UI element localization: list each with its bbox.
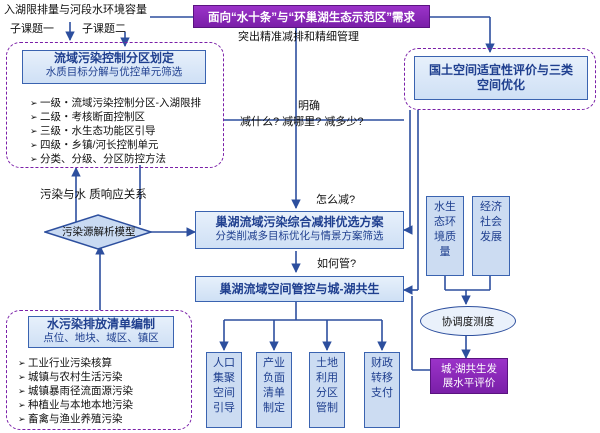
zone-title: 流域污染控制分区划定 <box>53 51 174 65</box>
sub-topic-2: 子课题二 <box>82 23 126 35</box>
control-box: 巢湖流域空间管控与城-湖共生 <box>195 276 404 302</box>
measure-text: 产业负面清单制定 <box>263 357 285 414</box>
plan-title: 巢湖流域污染综合减排优选方案 <box>215 215 384 229</box>
relation-label: 污染与水 质响应关系 <box>40 189 147 201</box>
land-box: 国土空间适宜性评价与三类空间优化 <box>414 56 588 100</box>
inventory-item: 城镇与农村生活污染 <box>18 370 133 384</box>
inventory-item: 城镇暴雨径流面源污染 <box>18 384 133 398</box>
factor-text: 经济社会发展 <box>480 201 502 243</box>
sub-topic-1: 子课题一 <box>10 23 54 35</box>
q-what: 减什么? 减哪里? 减多少? <box>240 116 364 128</box>
land-region <box>404 48 596 110</box>
inventory-item: 工业行业污染核算 <box>18 356 133 370</box>
factor-box: 水生态环境质量 <box>426 196 464 276</box>
zone-item: 二级・考核断面控制区 <box>30 110 201 124</box>
zone-item: 三级・水生态功能区引导 <box>30 124 201 138</box>
coordination-text: 协调度测度 <box>441 315 495 328</box>
inventory-title: 水污染排放清单编制 <box>46 317 155 331</box>
precision-label: 突出精准减排和精细管理 <box>238 31 359 43</box>
measure-text: 人口集聚空间引导 <box>213 357 235 414</box>
zone-item: 四级・乡镇/河长控制单元 <box>30 138 201 152</box>
measure-text: 土地利用分区管制 <box>316 357 338 414</box>
measure-text: 财政转移支付 <box>371 357 393 399</box>
model-label: 污染源解析模型 <box>62 226 136 238</box>
inventory-region <box>6 310 192 430</box>
q-how: 怎么减? <box>316 194 356 206</box>
inventory-box: 水污染排放清单编制 点位、地块、域区、镇区 <box>28 316 174 348</box>
evaluation-text: 城-湖共生发展水平评价 <box>441 363 497 389</box>
left-label: 入湖限排量与河段水环境容量 <box>4 4 147 16</box>
measure-box: 产业负面清单制定 <box>256 352 292 428</box>
zone-item: 一级・流域污染控制分区-入湖限排 <box>30 96 201 110</box>
coordination-oval: 协调度测度 <box>420 306 516 336</box>
land-title: 国土空间适宜性评价与三类空间优化 <box>428 63 573 92</box>
zone-box: 流域污染控制分区划定 水质目标分解与优控单元筛选 <box>22 50 206 84</box>
q-mingque: 明确 <box>298 100 320 112</box>
inventory-subtitle: 点位、地块、域区、镇区 <box>43 332 159 344</box>
zone-subtitle: 水质目标分解与优控单元筛选 <box>45 66 183 78</box>
zone-item: 分类、分级、分区防控方法 <box>30 152 201 166</box>
inventory-item: 种植业与本地本地污染 <box>18 398 133 412</box>
inventory-item: 畜禽与渔业养殖污染 <box>18 412 133 426</box>
zone-list: 一级・流域污染控制分区-入湖限排 二级・考核断面控制区 三级・水生态功能区引导 … <box>30 96 201 166</box>
q-manage: 如何管? <box>317 258 357 270</box>
zone-region <box>6 42 224 168</box>
plan-box: 巢湖流域污染综合减排优选方案 分类削减多目标优化与情景方案筛选 <box>195 211 404 249</box>
control-title: 巢湖流域空间管控与城-湖共生 <box>219 281 380 296</box>
header-box: 面向“水十条”与“环巢湖生态示范区”需求 <box>193 5 430 28</box>
measure-box: 财政转移支付 <box>364 352 400 428</box>
factor-box: 经济社会发展 <box>472 196 510 276</box>
measure-box: 土地利用分区管制 <box>309 352 345 428</box>
plan-subtitle: 分类削减多目标优化与情景方案筛选 <box>215 230 384 242</box>
header-text: 面向“水十条”与“环巢湖生态示范区”需求 <box>208 11 415 24</box>
factor-text: 水生态环境质量 <box>434 201 456 258</box>
inventory-list: 工业行业污染核算 城镇与农村生活污染 城镇暴雨径流面源污染 种植业与本地本地污染… <box>18 356 133 426</box>
measure-box: 人口集聚空间引导 <box>206 352 242 428</box>
model-diamond <box>44 214 152 250</box>
evaluation-box: 城-湖共生发展水平评价 <box>430 358 508 394</box>
